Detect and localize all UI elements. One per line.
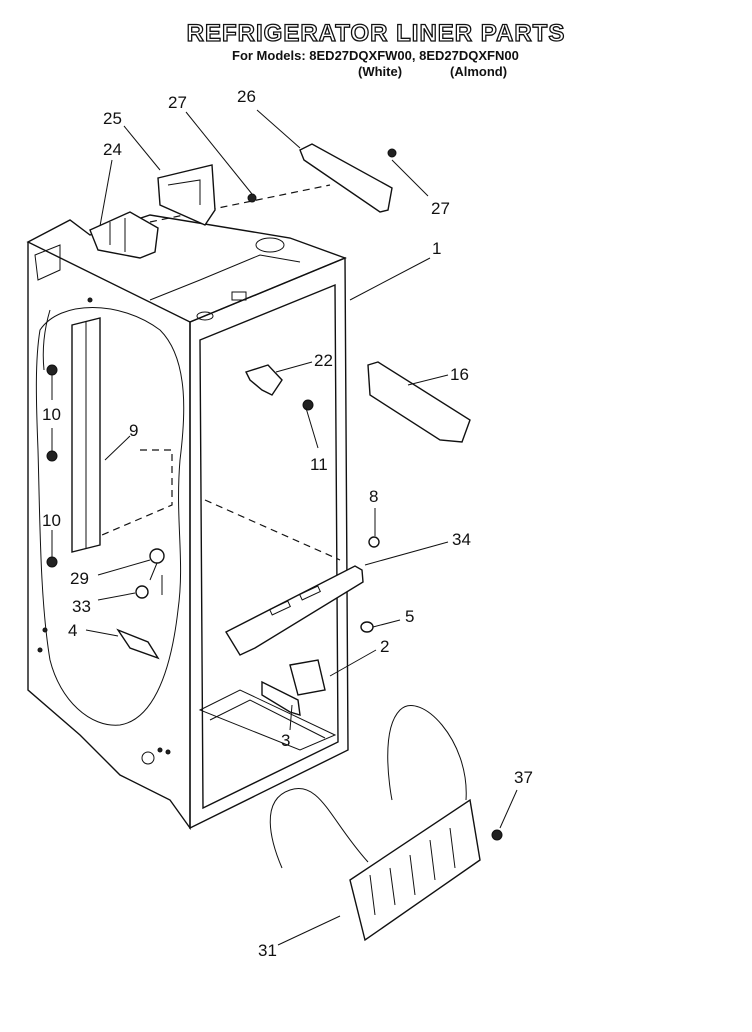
liner-cabinet bbox=[26, 184, 349, 831]
callout-26: 26 bbox=[237, 87, 256, 106]
callout-9: 9 bbox=[129, 421, 138, 440]
callout-10: 10 bbox=[42, 511, 61, 530]
variant-almond: (Almond) bbox=[450, 64, 508, 79]
screw-27b bbox=[387, 148, 397, 158]
callout-24: 24 bbox=[103, 140, 122, 159]
models-line: For Models: 8ED27DQXFW00, 8ED27DQXFN00 bbox=[232, 48, 519, 63]
bracket-3 bbox=[261, 680, 301, 716]
nut-5 bbox=[360, 621, 374, 633]
bulb-33 bbox=[135, 585, 149, 599]
bracket-26 bbox=[299, 143, 393, 213]
callout-22: 22 bbox=[314, 351, 333, 370]
callout-34: 34 bbox=[452, 530, 471, 549]
callout-31: 31 bbox=[258, 941, 277, 960]
callout-3: 3 bbox=[281, 731, 290, 750]
clip-8 bbox=[368, 536, 380, 548]
callout-16: 16 bbox=[450, 365, 469, 384]
grille-4 bbox=[116, 628, 160, 660]
bracket-16 bbox=[367, 361, 471, 443]
callout-8: 8 bbox=[369, 487, 378, 506]
callout-25: 25 bbox=[103, 109, 122, 128]
leader-lines bbox=[51, 109, 518, 946]
control-housing-24-25 bbox=[89, 164, 216, 259]
cover-2 bbox=[289, 659, 326, 696]
screw-37 bbox=[491, 829, 503, 841]
callout-11: 11 bbox=[310, 455, 328, 474]
callout-27: 27 bbox=[431, 199, 450, 218]
shelf-rail-34 bbox=[225, 565, 364, 656]
callout-1: 1 bbox=[432, 239, 441, 258]
callout-2: 2 bbox=[380, 637, 389, 656]
lamp-socket-29 bbox=[149, 548, 165, 564]
callout-27: 27 bbox=[168, 93, 187, 112]
callout-37: 37 bbox=[514, 768, 533, 787]
callout-33: 33 bbox=[72, 597, 91, 616]
callout-4: 4 bbox=[68, 621, 77, 640]
heater-31 bbox=[269, 705, 481, 942]
callout-5: 5 bbox=[405, 607, 414, 626]
screw-11 bbox=[302, 399, 314, 411]
callout-29: 29 bbox=[70, 569, 89, 588]
callout-labels: 27 26 25 24 27 1 22 16 10 9 11 8 10 34 2… bbox=[42, 87, 533, 960]
screw-27a bbox=[247, 193, 257, 203]
diagram-title: REFRIGERATOR LINER PARTS bbox=[186, 19, 566, 47]
variant-white: (White) bbox=[358, 64, 403, 79]
callout-10: 10 bbox=[42, 405, 61, 424]
bracket-22 bbox=[245, 364, 283, 396]
